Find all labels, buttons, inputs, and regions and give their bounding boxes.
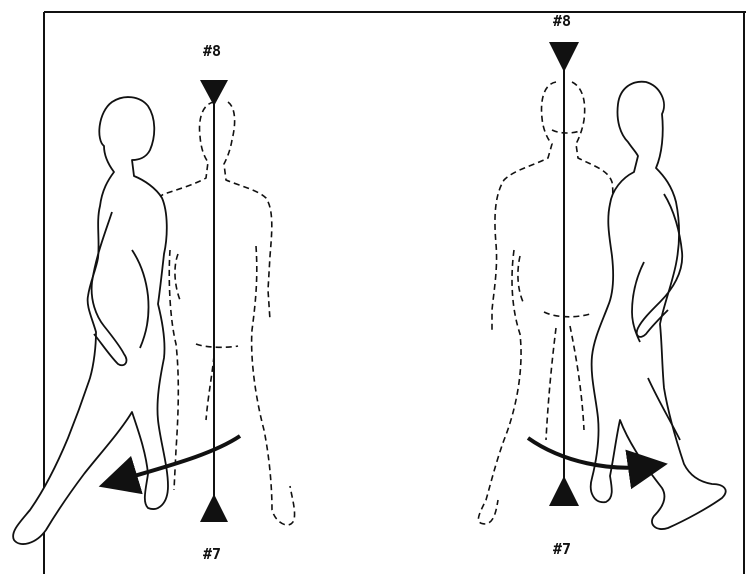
- right-top-marker-label: #8: [553, 12, 571, 30]
- right-dashed-back-figure: [478, 82, 612, 524]
- left-dashed-back-figure: [151, 102, 294, 525]
- left-top-axis-triangle: [200, 80, 228, 106]
- left-top-marker-label: #8: [203, 42, 221, 60]
- right-bottom-axis-triangle: [549, 476, 579, 506]
- right-panel: #8 #7: [478, 12, 725, 558]
- right-solid-side-figure: [591, 82, 726, 529]
- left-bottom-axis-triangle: [200, 494, 228, 522]
- right-bottom-marker-label: #7: [553, 540, 571, 558]
- left-solid-side-figure: [13, 97, 168, 544]
- left-bottom-marker-label: #7: [203, 545, 221, 563]
- left-panel: #8 #7: [13, 42, 294, 563]
- right-top-axis-triangle: [549, 42, 579, 72]
